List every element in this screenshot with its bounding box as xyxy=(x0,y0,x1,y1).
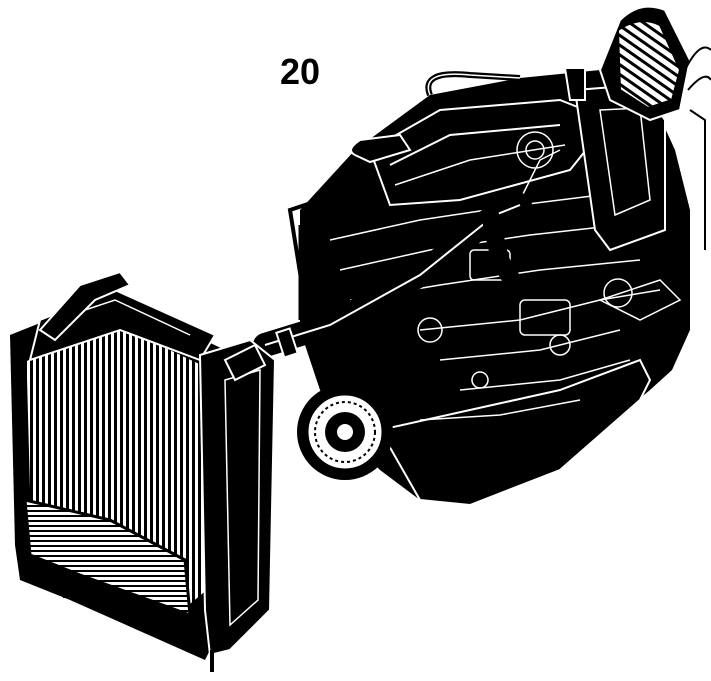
reference-number-label: 20 xyxy=(280,51,321,92)
radiator xyxy=(10,270,277,672)
coolant-hose xyxy=(253,193,532,359)
engine-block xyxy=(287,5,711,507)
crankshaft-pulley xyxy=(297,384,393,480)
